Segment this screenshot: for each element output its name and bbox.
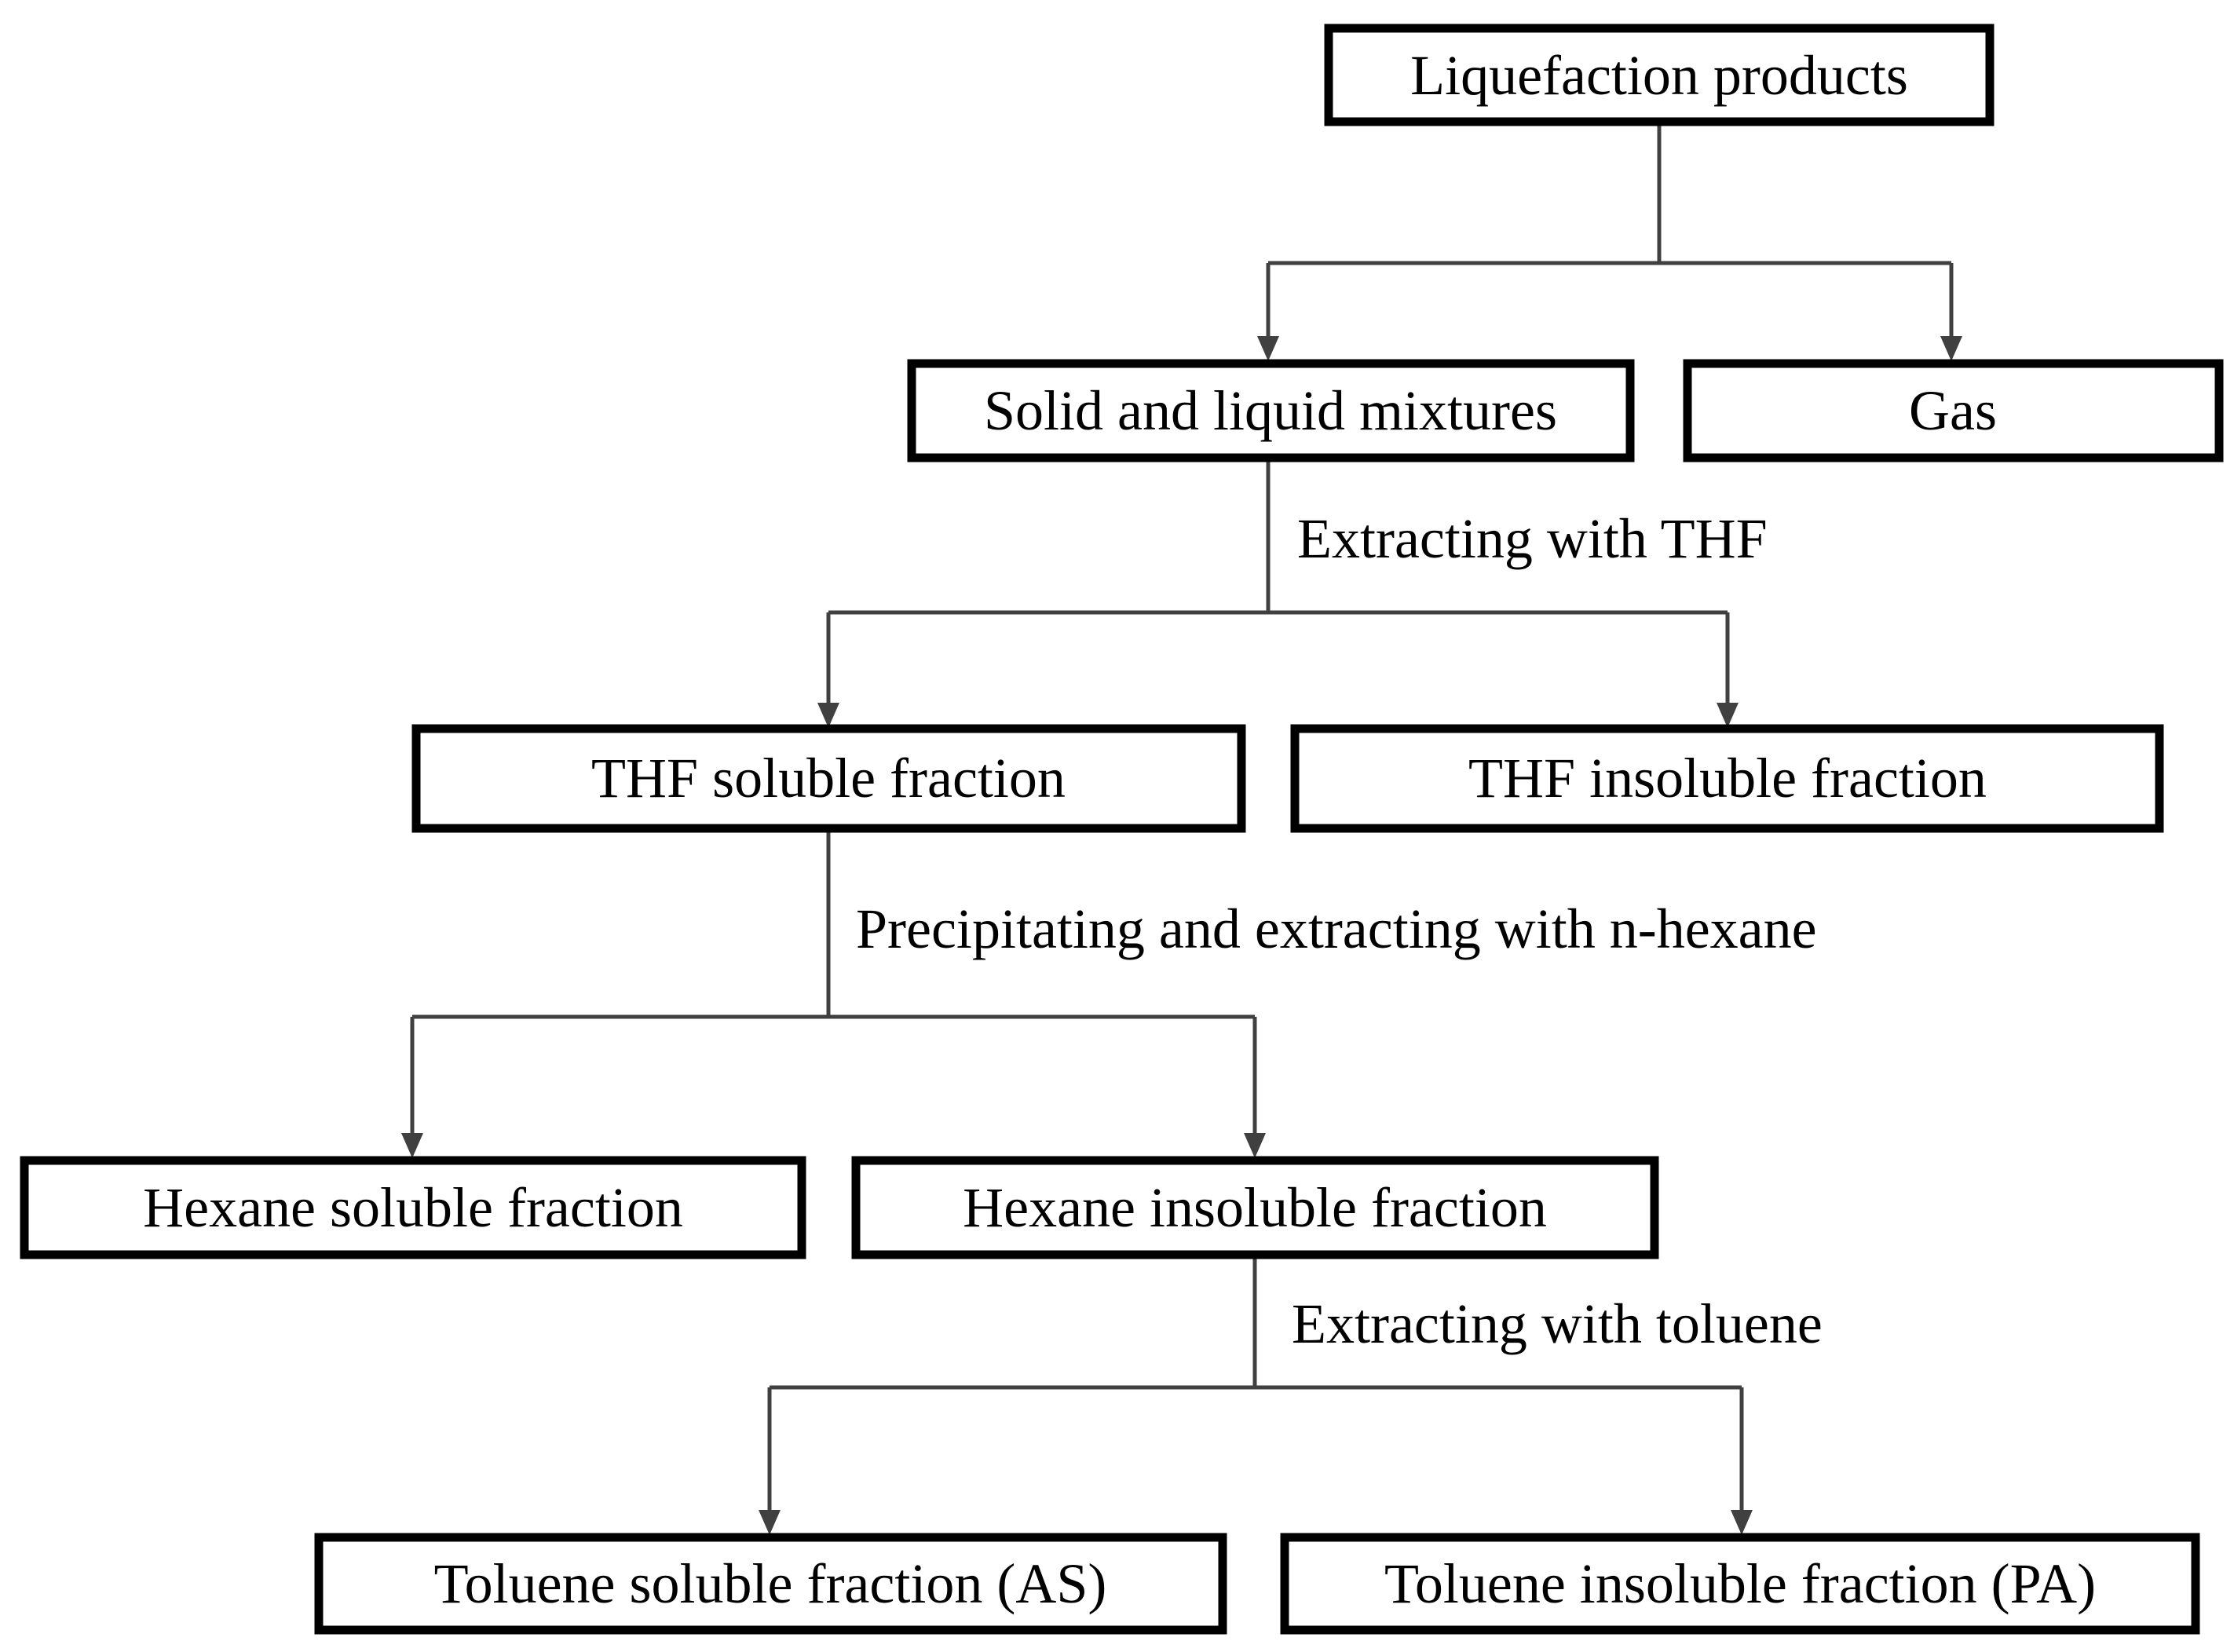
node-thf-soluble: THF soluble fraction — [411, 724, 1246, 833]
arrow-to-hexane-soluble — [401, 1133, 423, 1158]
node-solid-liquid-mixtures: Solid and liquid mixtures — [907, 359, 1635, 462]
arrow-to-toluene-insoluble — [1731, 1510, 1753, 1535]
node-toluene-insoluble-label: Toluene insoluble fraction (PA) — [1384, 1552, 2096, 1615]
node-hexane-insoluble-label: Hexane insoluble fraction — [963, 1176, 1547, 1239]
connector-hexane-split — [401, 828, 1266, 1158]
connector-toluene-split — [759, 1256, 1753, 1535]
arrow-to-gas — [1940, 336, 1962, 361]
node-toluene-insoluble: Toluene insoluble fraction (PA) — [1280, 1533, 2200, 1635]
step-label-precipitate-hexane: Precipitating and extracting with n-hexa… — [856, 897, 1817, 960]
node-hexane-insoluble: Hexane insoluble fraction — [851, 1156, 1659, 1259]
arrow-to-thf-insoluble — [1717, 703, 1739, 728]
connector-thf-split — [817, 458, 1739, 728]
node-solid-liquid-mixtures-label: Solid and liquid mixtures — [984, 379, 1557, 442]
step-label-extract-toluene: Extracting with toluene — [1292, 1292, 1823, 1355]
arrow-to-solid-liquid — [1257, 336, 1279, 361]
node-liquefaction-products: Liquefaction products — [1324, 24, 1995, 126]
node-hexane-soluble-label: Hexane soluble fraction — [143, 1176, 683, 1239]
arrow-to-thf-soluble — [817, 703, 839, 728]
step-label-extract-thf: Extracting with THF — [1297, 507, 1768, 570]
node-hexane-soluble: Hexane soluble fraction — [20, 1156, 806, 1259]
arrow-to-hexane-insoluble — [1244, 1133, 1266, 1158]
connector-liquefaction-split — [1257, 122, 1962, 361]
arrow-to-toluene-soluble — [759, 1510, 781, 1535]
node-thf-insoluble: THF insoluble fraction — [1290, 724, 2164, 833]
node-liquefaction-products-label: Liquefaction products — [1410, 44, 1908, 107]
node-thf-soluble-label: THF soluble fraction — [591, 747, 1066, 810]
node-gas: Gas — [1683, 359, 2224, 462]
node-toluene-soluble: Toluene soluble fraction (AS) — [314, 1533, 1227, 1635]
node-gas-label: Gas — [1909, 379, 1997, 442]
node-toluene-soluble-label: Toluene soluble fraction (AS) — [434, 1552, 1107, 1615]
node-thf-insoluble-label: THF insoluble fraction — [1468, 747, 1987, 810]
